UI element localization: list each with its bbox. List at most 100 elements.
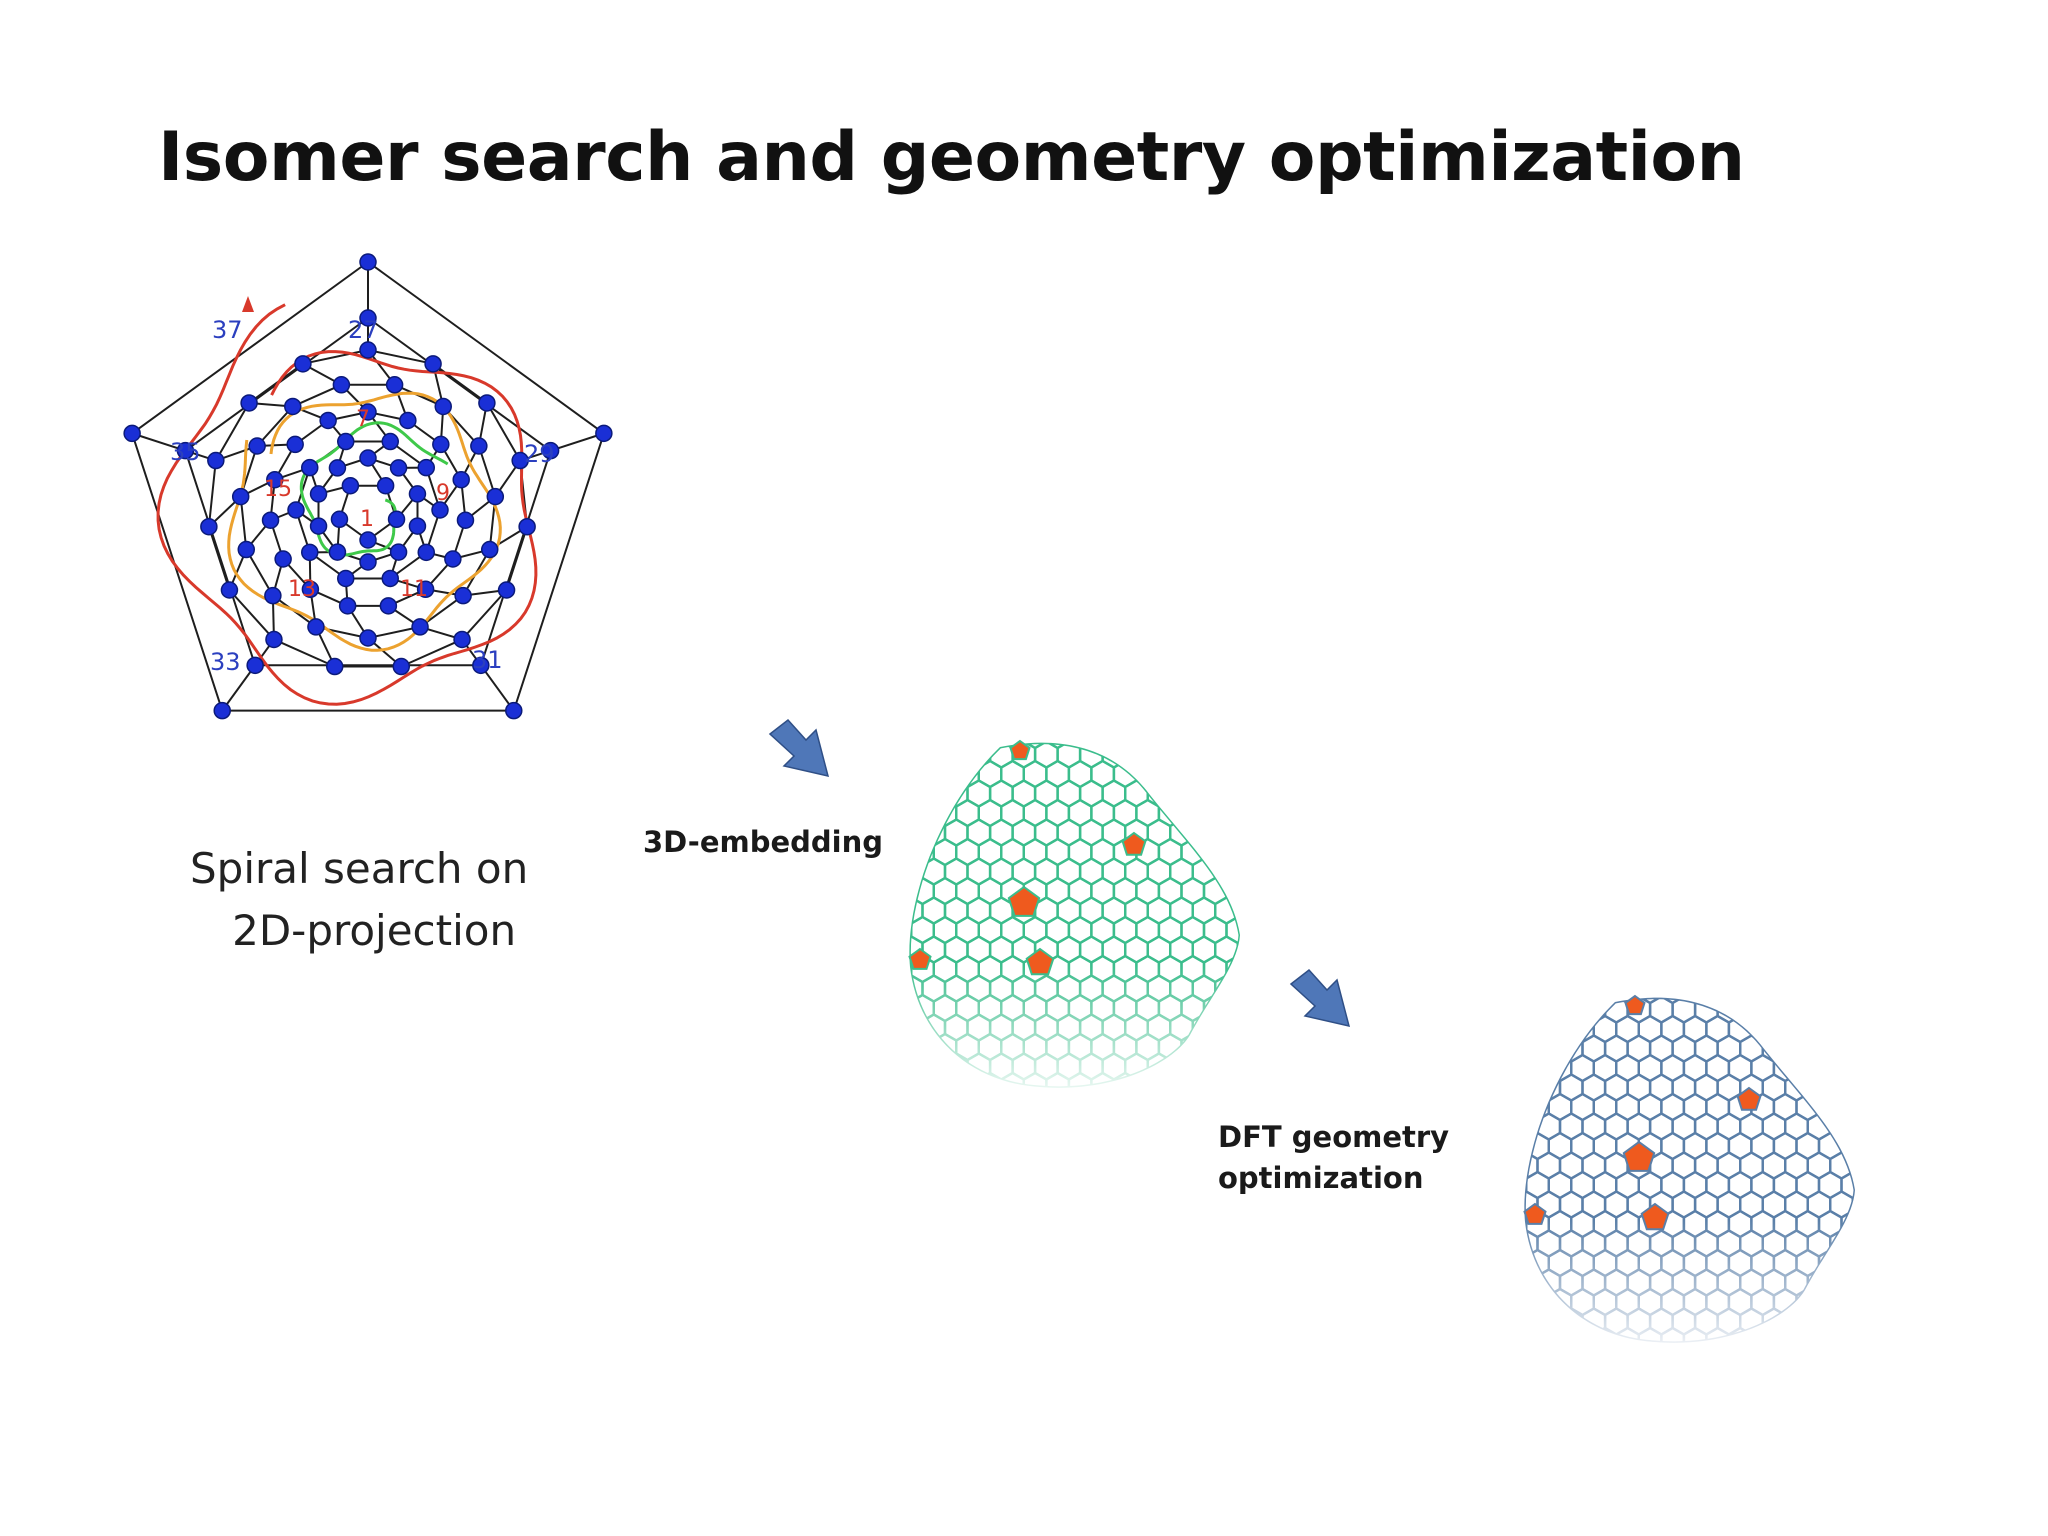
- spoke-edge: [480, 664, 515, 712]
- hexagon-cell: [921, 1052, 947, 1081]
- hexagon-cell: [1524, 1034, 1539, 1063]
- hexagon-cell: [1592, 997, 1618, 1005]
- graph-vertex: [176, 441, 195, 460]
- spiral-arrowhead: [242, 296, 254, 312]
- hexagon-cell: [909, 759, 913, 789]
- hexagon-cell: [1851, 1229, 1855, 1258]
- graph-vertex: [213, 701, 231, 720]
- caption-line-1: Spiral search on: [190, 844, 529, 893]
- spoke-edge: [131, 432, 186, 452]
- hexagon-cell: [900, 1093, 923, 1106]
- graph-vertex: [417, 543, 435, 562]
- hexagon-cell: [910, 798, 935, 828]
- graph-vertex: [301, 580, 320, 599]
- hexagon-cell: [1125, 1093, 1148, 1106]
- hexagon-cell: [1524, 1268, 1539, 1297]
- vertex-number-label: 29: [524, 440, 555, 468]
- graph-vertex: [385, 376, 404, 394]
- hexagon-cell: [1180, 798, 1206, 828]
- hexagon-cell: [1035, 1093, 1058, 1106]
- graph-vertex: [376, 476, 395, 495]
- vertex-number-label: 37: [212, 316, 243, 344]
- graph-vertex: [220, 581, 239, 599]
- graph-vertex: [431, 501, 449, 519]
- hexagon-cell: [1808, 1348, 1831, 1361]
- graph-vertex: [359, 629, 377, 647]
- hexagon-cell: [1761, 997, 1787, 1024]
- dft-label-line-2: optimization: [1218, 1161, 1424, 1195]
- hexagon-cell: [1851, 1034, 1855, 1063]
- outer-pentagon: [131, 261, 605, 712]
- hexagon-cell: [1202, 993, 1228, 1023]
- hexagon-cell: [945, 1093, 968, 1106]
- hexagon-cell: [1536, 997, 1562, 1024]
- hexagon-cell: [1784, 997, 1809, 1024]
- hexagon-cell: [1817, 1326, 1843, 1343]
- ring-3: [207, 349, 529, 668]
- hexagon-cell: [1525, 1014, 1550, 1044]
- hexagon-cell: [1225, 1071, 1240, 1088]
- graph-vertex: [434, 397, 452, 416]
- graph-vertex: [454, 586, 472, 605]
- hexagon-cell: [909, 1013, 924, 1042]
- ring-5: [269, 411, 467, 607]
- graph-vertex: [359, 553, 377, 571]
- hexagon-cell: [1682, 1326, 1708, 1343]
- hexagon-cell: [1202, 742, 1228, 750]
- hexagon-cell: [1236, 1013, 1240, 1042]
- hexagon-cell: [1660, 1326, 1686, 1343]
- hexagon-cell: [1795, 1287, 1821, 1317]
- middle-spiral: [227, 391, 502, 652]
- hexagon-cell: [1650, 1348, 1673, 1361]
- hexagon-cell: [909, 779, 924, 808]
- hexagon-cell: [1236, 974, 1240, 1003]
- hexagon-cell: [1090, 742, 1116, 750]
- hexagon-cell: [1817, 1092, 1843, 1122]
- hexagon-cell: [1225, 742, 1240, 750]
- hexagon-cell: [1191, 818, 1217, 847]
- hexagon-cell: [1214, 779, 1239, 808]
- graph-vertex: [511, 451, 529, 470]
- hexagon-cell: [1615, 1326, 1641, 1343]
- hexagon-cell: [1135, 742, 1161, 750]
- hexagon-cell: [909, 1032, 913, 1062]
- hexagon-cell: [1146, 742, 1172, 769]
- hexagon-cell: [1180, 1032, 1206, 1062]
- graph-vertex: [301, 543, 319, 562]
- hexagon-cell: [1525, 997, 1550, 1005]
- graph-vertex: [319, 411, 337, 430]
- hexagon-cell: [1853, 1348, 1875, 1361]
- graph-vertex: [595, 424, 613, 443]
- hexagon-cell: [1058, 1093, 1081, 1106]
- graph-vertex: [261, 511, 280, 529]
- hexagon-cell: [909, 1071, 913, 1088]
- optimized-hex-lattice: [1524, 997, 1875, 1361]
- dft-label-line-1: DFT geometry: [1218, 1120, 1450, 1154]
- hexagon-cell: [1169, 742, 1194, 769]
- hexagon-cell: [1214, 1013, 1239, 1042]
- graph-vertex: [381, 432, 399, 451]
- hexagon-cell: [1236, 818, 1240, 847]
- hexagon-cell: [1806, 1073, 1832, 1102]
- hexagon-cell: [1763, 1348, 1786, 1361]
- hexagon-cell: [1738, 997, 1764, 1024]
- vertex-number-label: 31: [472, 646, 503, 674]
- hexagon-cell: [909, 742, 913, 750]
- hexagon-cell: [1202, 759, 1228, 789]
- hexagon-cell: [932, 759, 958, 789]
- graph-vertex: [337, 432, 355, 451]
- spoke-edge: [221, 664, 256, 712]
- hexagon-cell: [968, 1093, 991, 1106]
- hexagon-cell: [1817, 1287, 1843, 1317]
- graph-vertex: [265, 630, 283, 649]
- graph-vertex: [505, 701, 523, 720]
- hexagon-cell: [1135, 1071, 1161, 1088]
- embedded-outline: [909, 742, 1240, 1088]
- hexagon-cell: [1170, 1093, 1193, 1106]
- hexagon-cell: [1785, 1348, 1808, 1361]
- hexagon-cell: [1214, 818, 1239, 847]
- embedded-hex-lattice: [900, 742, 1240, 1106]
- hexagon-cell: [1547, 1326, 1573, 1343]
- hexagon-cell: [1157, 1071, 1183, 1088]
- hexagon-cell: [932, 1071, 958, 1088]
